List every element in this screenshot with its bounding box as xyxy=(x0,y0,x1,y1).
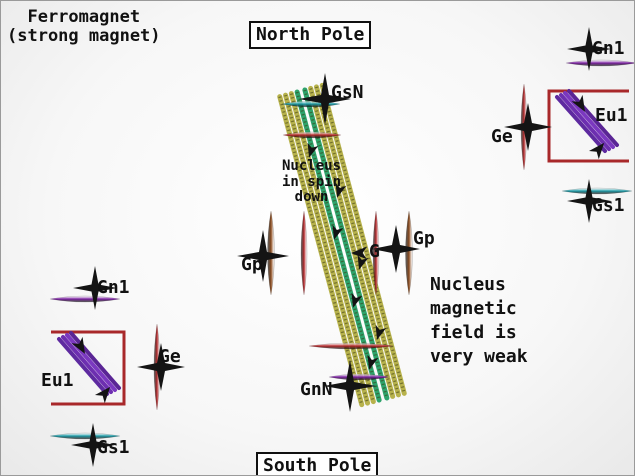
top-red-spindle xyxy=(282,131,342,139)
tr-ge-label: Ge xyxy=(491,126,513,147)
bundle-arrow-icon xyxy=(307,142,319,158)
label-gp-right: Gp xyxy=(413,228,435,249)
bl-gn1-spindle xyxy=(49,295,121,303)
label-gnn: GnN xyxy=(300,379,333,400)
filament-strand xyxy=(288,91,376,405)
label-gsn: GsN xyxy=(331,82,364,103)
tr-gn1-label: Gn1 xyxy=(592,38,625,59)
bl-eu1-strand xyxy=(57,337,109,396)
gnn-star-icon xyxy=(324,360,376,412)
bundle-arrow-icon xyxy=(367,354,379,370)
bl-gs1-label: Gs1 xyxy=(97,437,130,458)
bundle-arrow-icon xyxy=(332,224,344,240)
tr-gn1-spindle xyxy=(565,59,634,67)
bundle-arrow-icon xyxy=(357,254,369,270)
gp-left-star-icon xyxy=(237,230,289,282)
bl-eu1-strand xyxy=(69,331,121,390)
label-g: G xyxy=(369,241,380,262)
filament-strand xyxy=(319,82,407,396)
filament-bundle-icon xyxy=(277,82,407,408)
gp-right-brown-spindle xyxy=(405,210,413,296)
tr-gs1-star-icon xyxy=(567,179,611,223)
bl-eu1-arrow-icon xyxy=(71,336,85,354)
tr-ge-star-icon xyxy=(504,103,552,151)
south-pole-box: South Pole xyxy=(256,452,379,475)
bl-eu1-label: Eu1 xyxy=(41,370,74,391)
label-gp-left: Gp xyxy=(241,254,263,275)
tr-gn1-star-icon xyxy=(567,27,611,71)
bl-eu1-strand xyxy=(61,335,113,394)
bl-gn1-star-icon xyxy=(73,266,117,310)
gp-left-red-spindle xyxy=(300,210,308,296)
nucleus-spin-label: Nucleus in spin down xyxy=(282,158,342,206)
bl-gs1-star-icon xyxy=(71,423,115,467)
bottom-red-spindle xyxy=(308,342,394,350)
filament-strand xyxy=(294,89,382,403)
tr-eu1-strand xyxy=(559,93,611,151)
ferromagnet-label: Ferromagnet (strong magnet) xyxy=(7,7,161,47)
bl-eu1-strand xyxy=(65,333,117,392)
tr-bracket xyxy=(547,89,629,163)
g-arrow-icon xyxy=(351,246,367,260)
bundle-arrow-icon xyxy=(351,292,363,308)
tr-eu1-arrow-icon xyxy=(571,94,585,112)
tr-eu1-arrow-icon xyxy=(588,142,605,160)
tr-gs1-label: Gs1 xyxy=(592,195,625,216)
bl-eu1-arrow-icon xyxy=(94,386,111,404)
bl-gs1-spindle xyxy=(49,432,121,440)
bundle-arrow-icon xyxy=(335,182,347,198)
bl-ge-star-icon xyxy=(137,343,185,391)
gsn-star-icon xyxy=(299,73,351,125)
tr-eu1-strand xyxy=(567,89,619,147)
nucleus-field-note: Nucleus magnetic field is very weak xyxy=(430,274,528,367)
filament-strand xyxy=(283,92,371,406)
bl-bracket xyxy=(51,330,126,406)
tr-eu1-strand xyxy=(555,95,607,153)
bundle-arrow-icon xyxy=(375,324,387,340)
bottom-left-group xyxy=(51,330,126,406)
gp-right-star-icon xyxy=(372,225,420,273)
filament-strand xyxy=(277,94,365,408)
g-red-spindle xyxy=(372,210,380,296)
bl-gn1-label: Gn1 xyxy=(97,277,130,298)
filament-strand xyxy=(313,84,401,398)
tr-gs1-spindle xyxy=(561,187,633,195)
tr-eu1-label: Eu1 xyxy=(595,105,628,126)
north-pole-box: North Pole xyxy=(249,21,372,49)
bl-ge-label: Ge xyxy=(159,346,181,367)
